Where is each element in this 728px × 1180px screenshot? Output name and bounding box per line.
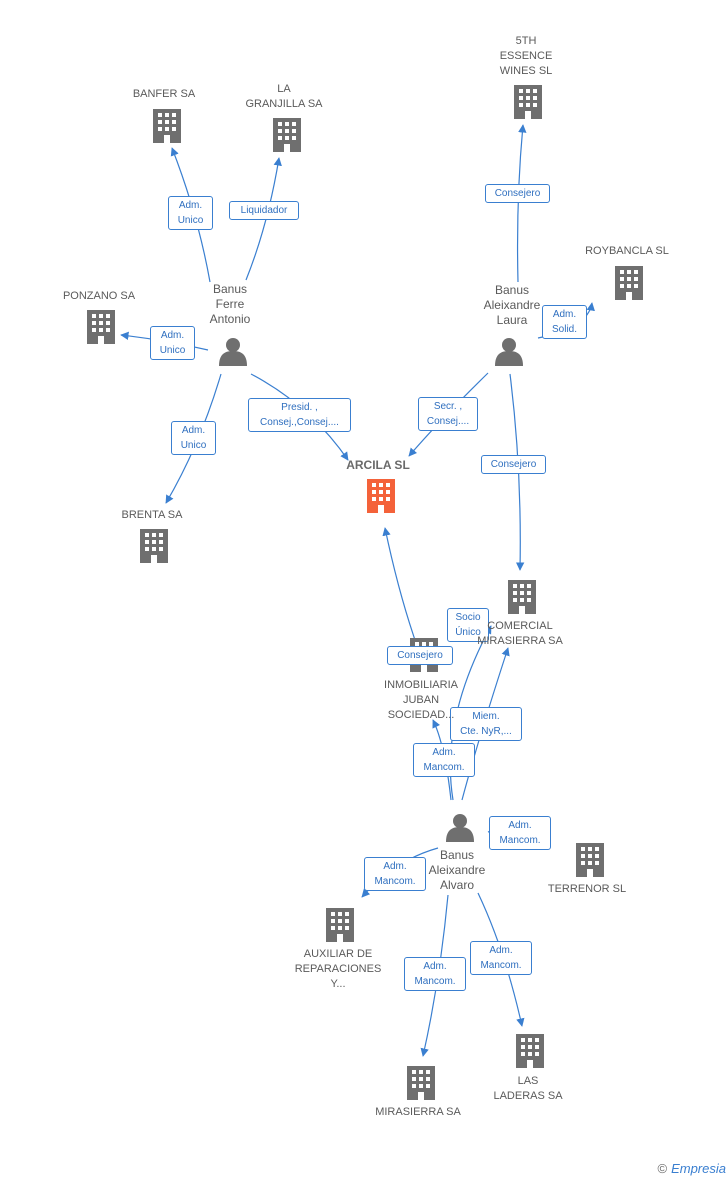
- person-icon-laura[interactable]: [495, 338, 523, 366]
- edge-label-e7[interactable]: Adm. Solid.: [542, 305, 587, 339]
- company-label-auxiliar[interactable]: AUXILIAR DE REPARACIONES Y...: [294, 948, 382, 990]
- brand-logo[interactable]: Empresia: [671, 1161, 726, 1176]
- building-icon-auxiliar[interactable]: [326, 908, 354, 942]
- edge-label-e8[interactable]: Secr. , Consej....: [418, 397, 478, 431]
- edge-line-e10: [382, 527, 416, 641]
- copyright-icon: ©: [657, 1161, 668, 1176]
- edge-label-e4[interactable]: Adm. Unico: [171, 421, 216, 455]
- building-icon-comercial[interactable]: [508, 580, 536, 614]
- company-label-brenta[interactable]: BRENTA SA: [121, 509, 183, 521]
- company-label-inmobiliaria[interactable]: INMOBILIARIA JUBAN SOCIEDAD...: [384, 679, 458, 721]
- edge-label-e14[interactable]: Adm. Mancom.: [489, 816, 551, 850]
- company-label-banfer[interactable]: BANFER SA: [132, 88, 196, 100]
- footer: ©Empresia: [657, 1161, 726, 1176]
- building-icon-arcila[interactable]: [367, 479, 395, 513]
- building-icon-5th[interactable]: [514, 85, 542, 119]
- building-icon-mirasierra[interactable]: [407, 1066, 435, 1100]
- company-label-granjilla[interactable]: LA GRANJILLA SA: [245, 83, 323, 110]
- edge-label-e17[interactable]: Adm. Mancom.: [470, 941, 532, 975]
- building-icon-roybancla[interactable]: [615, 266, 643, 300]
- edge-label-e10[interactable]: Consejero: [387, 646, 453, 665]
- company-label-comercial[interactable]: COMERCIAL MIRASIERRA SA: [477, 620, 563, 647]
- edge-label-e6[interactable]: Consejero: [485, 184, 550, 203]
- building-icon-terrenor[interactable]: [576, 843, 604, 877]
- company-label-mirasierra[interactable]: MIRASIERRA SA: [375, 1106, 461, 1118]
- company-label-laderas[interactable]: LAS LADERAS SA: [493, 1075, 563, 1102]
- building-icon-ponzano[interactable]: [87, 310, 115, 344]
- building-icon-laderas[interactable]: [516, 1034, 544, 1068]
- company-label-5th[interactable]: 5TH ESSENCE WINES SL: [499, 35, 553, 77]
- edge-label-e13[interactable]: Adm. Mancom.: [413, 743, 475, 777]
- edge-line-e6: [516, 124, 527, 283]
- company-label-roybancla[interactable]: ROYBANCLA SL: [585, 245, 669, 257]
- edge-label-e1[interactable]: Adm. Unico: [168, 196, 213, 230]
- edge-label-e12[interactable]: Miem. Cte. NyR,...: [450, 707, 522, 741]
- person-label-alvaro[interactable]: Banus Aleixandre Alvaro: [428, 848, 486, 892]
- edge-label-e16[interactable]: Adm. Mancom.: [404, 957, 466, 991]
- person-icon-alvaro[interactable]: [446, 814, 474, 842]
- building-icon-banfer[interactable]: [153, 109, 181, 143]
- edge-line-e2: [245, 157, 282, 281]
- edge-label-e9[interactable]: Consejero: [481, 455, 546, 474]
- person-label-laura[interactable]: Banus Aleixandre Laura: [483, 283, 541, 327]
- edge-label-e3[interactable]: Adm. Unico: [150, 326, 195, 360]
- edge-label-e2[interactable]: Liquidador: [229, 201, 299, 220]
- building-icon-granjilla[interactable]: [273, 118, 301, 152]
- edge-label-e5[interactable]: Presid. , Consej.,Consej....: [248, 398, 351, 432]
- company-label-arcila[interactable]: ARCILA SL: [346, 458, 410, 472]
- person-label-antonio[interactable]: Banus Ferre Antonio: [209, 282, 251, 326]
- person-icon-antonio[interactable]: [219, 338, 247, 366]
- edge-label-e15[interactable]: Adm. Mancom.: [364, 857, 426, 891]
- company-label-ponzano[interactable]: PONZANO SA: [62, 290, 136, 302]
- building-icon-brenta[interactable]: [140, 529, 168, 563]
- edge-label-e11[interactable]: Socio Único: [447, 608, 489, 642]
- company-label-terrenor[interactable]: TERRENOR SL: [547, 883, 627, 895]
